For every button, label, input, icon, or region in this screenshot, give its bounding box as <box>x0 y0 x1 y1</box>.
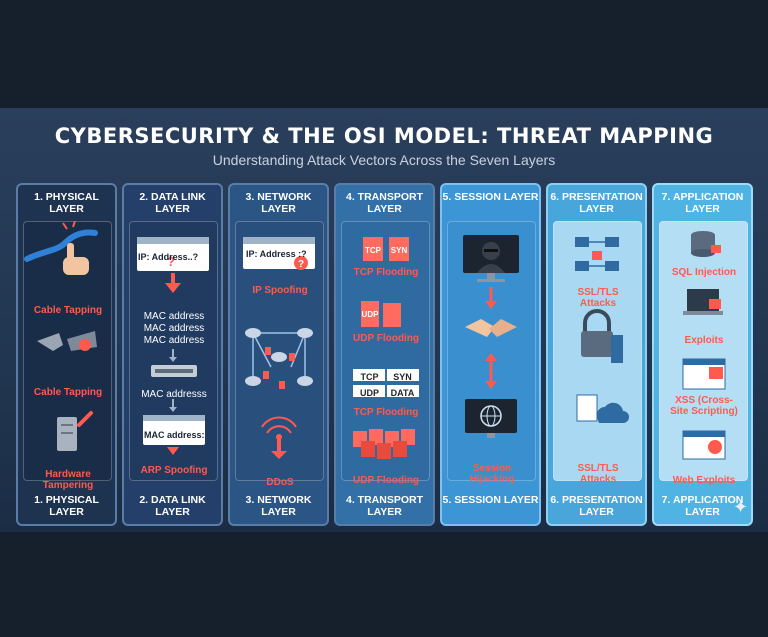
layer-column-transport: 4. TRANSPORT LAYER TCP SYN TCP Flooding … <box>334 183 435 526</box>
handshake-icon <box>465 319 517 337</box>
layer-footer: 3. NETWORK LAYER <box>245 494 312 518</box>
layer-header: 7. APPLICATION LAYER <box>661 191 744 215</box>
layer-column-physical: 1. PHYSICAL LAYER Cable Tapping Cable Ta… <box>16 183 117 526</box>
file-icon <box>361 301 401 327</box>
switch-icon <box>151 365 197 377</box>
layer-column-network: 3. NETWORK LAYER ? <box>228 183 329 526</box>
page-title: CYBERSECURITY & THE OSI MODEL: THREAT MA… <box>54 124 714 148</box>
threat-label: TCP Flooding <box>353 267 419 278</box>
layer-column-presentation: 6. PRESENTATION LAYER SSL/TLS Attacks SS… <box>546 183 647 526</box>
hand-pointer-icon <box>63 243 89 275</box>
layer-column-data-link: 2. DATA LINK LAYER ? I <box>122 183 223 526</box>
padlock-icon <box>581 309 623 363</box>
arrow-down-icon <box>169 399 177 412</box>
layer-header: 5. SESSION LAYER <box>442 191 539 203</box>
threat-label: Exploits <box>684 335 724 346</box>
threat-label: Hardware Tampering <box>42 469 94 491</box>
layer-footer: 7. APPLICATION LAYER <box>661 494 744 518</box>
threat-label: UDP Flooding <box>353 475 419 486</box>
layer-header: 3. NETWORK LAYER <box>245 191 312 215</box>
layer-footer: 1. PHYSICAL LAYER <box>34 494 99 518</box>
hacker-monitor-icon <box>463 235 519 282</box>
layer-footer: 6. PRESENTATION LAYER <box>550 494 643 518</box>
arrow-down-icon <box>165 273 181 293</box>
threat-label: ARP Spoofing <box>140 465 208 476</box>
layer-footer: 2. DATA LINK LAYER <box>139 494 206 518</box>
table-cell: DATA <box>390 388 415 398</box>
signal-icon <box>261 416 297 459</box>
threat-label: SSL/TLS Attacks <box>577 287 619 309</box>
browser-window-icon: ? <box>243 237 315 270</box>
database-icon <box>691 231 721 257</box>
transport-illustration <box>353 237 419 459</box>
svg-text:?: ? <box>167 254 175 269</box>
window-text: MAC address: <box>144 430 205 440</box>
svg-text:?: ? <box>298 259 304 270</box>
laptop-lock-icon <box>683 289 723 315</box>
layer-footer: 5. SESSION LAYER <box>442 494 539 506</box>
table-cell: TCP <box>360 372 379 382</box>
layer-header: 1. PHYSICAL LAYER <box>34 191 99 215</box>
info-line: MAC address <box>143 335 205 346</box>
arrow-down-icon <box>169 349 177 362</box>
threat-label: TCP Flooding <box>353 407 419 418</box>
file-stack-icon <box>353 429 415 459</box>
page-subtitle: Understanding Attack Vectors Across the … <box>212 152 556 168</box>
file-tag: TCP <box>365 246 381 255</box>
cloud-document-icon <box>576 394 629 423</box>
application-illustration <box>682 231 726 460</box>
layer-column-session: 5. SESSION LAYER <box>440 183 541 526</box>
broken-cable-icon <box>37 331 97 351</box>
browser-bug-icon <box>682 430 726 460</box>
browser-window-icon: ? <box>137 237 209 271</box>
layer-footer: 4. TRANSPORT LAYER <box>345 494 423 518</box>
window-text: IP: Address :? <box>246 249 307 259</box>
layer-header: 4. TRANSPORT LAYER <box>345 191 423 215</box>
file-tag: SYN <box>390 246 408 255</box>
layer-header: 6. PRESENTATION LAYER <box>550 191 643 215</box>
server-wrench-icon <box>57 411 93 451</box>
threat-label: DDoS <box>266 477 294 488</box>
file-tag: UDP <box>361 310 379 319</box>
threat-label: SQL Injection <box>671 267 737 278</box>
table-cell: UDP <box>359 388 379 398</box>
globe-monitor-icon <box>465 399 517 438</box>
network-lock-icon <box>575 237 619 271</box>
code-window-icon <box>682 358 726 390</box>
threat-label: Cable Tapping <box>33 387 103 398</box>
info-line: MAC address <box>143 311 205 322</box>
layer-column-application: 7. APPLICATION LAYER SQL Injection Explo… <box>652 183 753 526</box>
threat-label: Session Hijacking <box>469 463 515 485</box>
info-line: MAC addresss <box>141 389 207 400</box>
threat-label: UDP Flooding <box>353 333 419 344</box>
arrow-updown-icon <box>485 353 497 389</box>
layer-header: 2. DATA LINK LAYER <box>139 191 206 215</box>
arrow-down-icon <box>167 447 179 455</box>
info-line: MAC address <box>143 323 205 334</box>
data-link-illustration: ? <box>137 237 209 455</box>
threat-label: Cable Tapping <box>33 305 103 316</box>
threat-label: IP Spoofing <box>252 285 308 296</box>
network-illustration: ? <box>243 237 315 459</box>
packet-table-icon <box>353 369 419 397</box>
table-cell: SYN <box>393 372 412 382</box>
arrow-down-icon <box>485 287 497 309</box>
threat-label: SSL/TLS Attacks <box>577 463 619 485</box>
threat-label: Web Exploits <box>672 475 736 486</box>
sparkle-icon: ✦ <box>733 497 749 517</box>
browser-window-icon <box>143 415 205 445</box>
presentation-illustration <box>575 237 629 423</box>
window-text: IP: Address..? <box>138 252 199 262</box>
file-icon <box>363 237 409 261</box>
threat-label: XSS (Cross-Site Scripting) <box>670 395 738 417</box>
physical-illustration <box>24 221 98 451</box>
router-network-icon <box>245 328 313 389</box>
session-illustration <box>463 235 519 438</box>
cable-icon <box>24 221 98 262</box>
